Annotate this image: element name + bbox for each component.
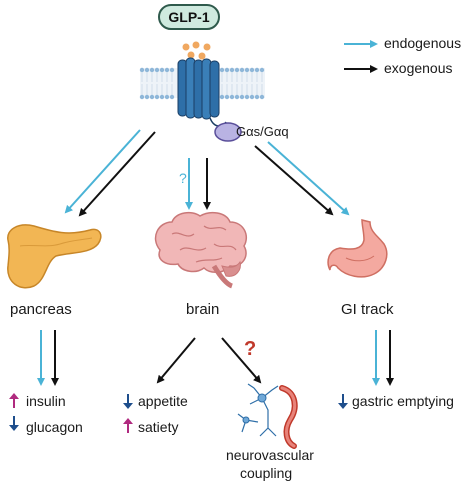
neurovascular-icon <box>237 383 298 449</box>
g-protein-label: Gαs/Gαq <box>236 124 289 139</box>
gi-track-label: GI track <box>341 301 394 318</box>
effect-neurovascular-line1: neurovascular <box>226 447 314 463</box>
glp1-molecules-icon <box>182 41 211 60</box>
brain-icon <box>154 211 248 289</box>
legend-endogenous-label: endogenous <box>384 35 462 51</box>
satiety-up-arrow-icon <box>123 418 133 433</box>
arrows-to-effects <box>37 330 394 386</box>
insulin-up-arrow-icon <box>9 393 19 408</box>
arrows-to-organs <box>64 129 350 217</box>
effect-neurovascular-line2: coupling <box>240 465 293 481</box>
glp1-title: GLP-1 <box>158 4 220 30</box>
g-protein-icon <box>214 122 242 142</box>
stomach-icon <box>327 219 388 278</box>
effect-glucagon: glucagon <box>26 419 83 435</box>
brain-label: brain <box>186 301 220 318</box>
effect-satiety: satiety <box>138 419 179 435</box>
effect-insulin: insulin <box>26 393 66 409</box>
brain-question-mark: ? <box>179 170 187 186</box>
neurovascular-question-mark: ? <box>244 338 257 360</box>
glucagon-down-arrow-icon <box>9 416 19 431</box>
pancreas-label: pancreas <box>10 301 72 318</box>
effect-direction-arrows <box>9 393 348 433</box>
legend <box>344 40 378 73</box>
effect-appetite: appetite <box>138 393 188 409</box>
effect-gastric-emptying: gastric emptying <box>352 393 454 409</box>
glp1-receptor-icon <box>177 57 227 127</box>
legend-exogenous-label: exogenous <box>384 60 453 76</box>
gastric-down-arrow-icon <box>338 394 348 409</box>
appetite-down-arrow-icon <box>123 394 133 409</box>
pancreas-icon <box>7 224 102 289</box>
